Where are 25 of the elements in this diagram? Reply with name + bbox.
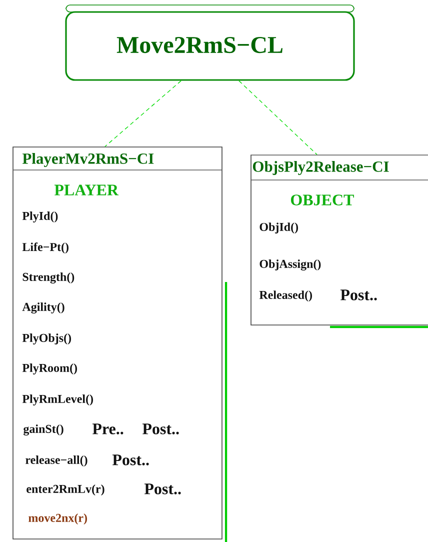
method-name: Life−Pt(): [22, 242, 68, 254]
method-name: PlyRmLevel(): [22, 394, 93, 406]
method-name: ObjId(): [260, 222, 298, 234]
method-name: ObjAssign(): [260, 260, 321, 270]
method-name: Strength(): [22, 272, 74, 284]
method-name: Released(): [259, 290, 312, 302]
header-title: PlayerMv2RmS−CI: [22, 152, 154, 168]
condition-label: Post..: [340, 290, 377, 300]
header-title: ObjsPly2Release−CI: [252, 160, 389, 176]
method-name: PlyRoom(): [22, 364, 77, 374]
condition-label: Pre..: [92, 424, 124, 434]
class-name: OBJECT: [290, 194, 354, 206]
method-name: gainSt(): [24, 424, 64, 436]
method-name: Agility(): [22, 302, 64, 314]
method-name: enter2RmLv(r): [26, 484, 104, 496]
method-name: move2nx(r): [28, 514, 87, 524]
method-name: PlyId(): [22, 212, 58, 222]
condition-label: Post..: [112, 454, 149, 466]
class-name: PLAYER: [54, 184, 119, 196]
connector-line: [104, 80, 182, 147]
condition-label: Post..: [142, 424, 179, 434]
condition-label: Post..: [144, 484, 181, 494]
method-name: PlyObjs(): [22, 334, 71, 344]
connector-line: [238, 80, 318, 155]
method-name: release−all(): [26, 456, 88, 466]
